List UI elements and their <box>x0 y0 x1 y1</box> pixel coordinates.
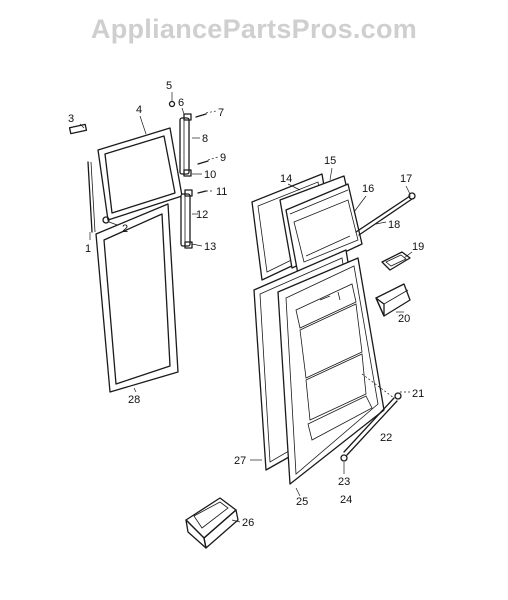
callout-27: 27 <box>234 455 246 467</box>
callout-13: 13 <box>204 241 216 253</box>
callout-23: 23 <box>338 476 350 488</box>
callout-25: 25 <box>296 496 308 508</box>
part-1-rod <box>87 161 96 233</box>
screws-7-9-11 <box>195 113 209 194</box>
callout-labels: 1 2 3 4 5 6 7 8 9 10 11 12 13 14 15 16 1… <box>68 80 424 529</box>
callout-22: 22 <box>380 432 392 444</box>
callout-12: 12 <box>196 209 208 221</box>
callout-9: 9 <box>220 152 226 164</box>
callout-3: 3 <box>68 113 74 125</box>
callout-26: 26 <box>242 517 254 529</box>
callout-4: 4 <box>136 104 142 116</box>
callout-10: 10 <box>204 169 216 181</box>
callout-6: 6 <box>178 97 184 109</box>
callout-16: 16 <box>362 183 374 195</box>
callout-24: 24 <box>340 494 352 506</box>
part-26-bin <box>185 497 239 549</box>
callout-8: 8 <box>202 133 208 145</box>
callout-15: 15 <box>324 155 336 167</box>
freezer-door-gasket <box>97 127 183 221</box>
callout-17: 17 <box>400 173 412 185</box>
handle-lower <box>180 189 193 249</box>
part-19-lid <box>381 251 411 271</box>
callout-7: 7 <box>218 107 224 119</box>
leader-lines <box>79 92 413 523</box>
callout-11: 11 <box>216 186 227 198</box>
part-20-door-bin <box>375 283 411 317</box>
callout-21: 21 <box>412 388 424 400</box>
callout-28: 28 <box>128 394 140 406</box>
callout-2: 2 <box>122 223 128 235</box>
callout-19: 19 <box>412 241 424 253</box>
watermark-text: AppliancePartsPros.com <box>90 14 418 44</box>
part-3-bracket <box>68 123 88 135</box>
fresh-food-door-assembly <box>253 249 385 485</box>
freezer-door-assembly <box>251 173 363 281</box>
callout-20: 20 <box>398 313 410 325</box>
callout-18: 18 <box>388 219 400 231</box>
fresh-food-door-gasket <box>95 203 179 393</box>
callout-5: 5 <box>166 80 172 92</box>
callout-14: 14 <box>280 173 292 185</box>
door-bottom-rail <box>340 392 402 462</box>
callout-1: 1 <box>85 243 91 255</box>
freezer-shelf-rod <box>355 192 416 236</box>
handle-upper <box>179 113 192 177</box>
part-5-screw <box>168 100 176 108</box>
